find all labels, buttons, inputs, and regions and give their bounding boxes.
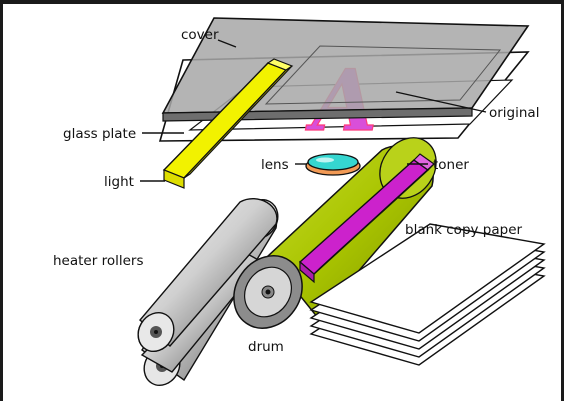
label-heater-rollers: heater rollers (53, 253, 143, 269)
label-light: light (104, 174, 134, 190)
leader-lines (140, 39, 487, 182)
label-glass-plate: glass plate (63, 126, 136, 142)
toner-bar (298, 153, 435, 284)
label-cover: cover (181, 27, 219, 43)
heater-rollers (137, 197, 279, 386)
label-drum: drum (248, 339, 284, 355)
label-blank-copy-paper: blank copy paper (405, 222, 523, 238)
label-original: original (489, 105, 539, 121)
cover-window (264, 45, 502, 105)
lens (305, 153, 361, 176)
light-bar (162, 58, 294, 189)
label-toner: toner (433, 157, 469, 173)
label-lens: lens (261, 157, 289, 173)
blank-copy-paper-stack (309, 223, 546, 366)
